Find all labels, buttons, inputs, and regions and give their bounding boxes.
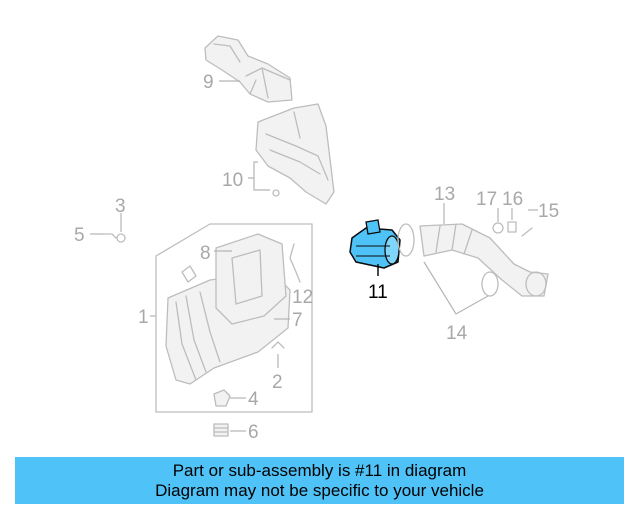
part-3-bolt <box>116 233 126 243</box>
part-5-clip <box>103 233 117 239</box>
callout-2: 2 <box>272 372 283 393</box>
info-banner: Part or sub-assembly is #11 in diagram D… <box>15 457 624 504</box>
part-2-clamp <box>271 341 285 349</box>
callout-1: 1 <box>138 307 149 328</box>
callout-6: 6 <box>248 422 259 443</box>
part-6-mount <box>213 423 229 437</box>
callout-16: 16 <box>502 189 523 210</box>
part-13-intake-hose <box>419 223 549 297</box>
part-12-clip <box>289 243 301 283</box>
callout-8: 8 <box>200 243 211 264</box>
part-14-clamp <box>481 271 499 297</box>
part-8-filter-element <box>215 233 287 325</box>
callout-10: 10 <box>222 170 243 191</box>
callout-17: 17 <box>476 189 497 210</box>
leader-14 <box>423 261 489 315</box>
banner-line-1: Part or sub-assembly is #11 in diagram <box>172 460 467 480</box>
callout-3: 3 <box>115 196 126 217</box>
leader-10 <box>248 161 270 191</box>
part-17-nut <box>492 222 504 234</box>
banner-line-2: Diagram may not be specific to your vehi… <box>155 480 484 500</box>
part-gasket <box>397 223 415 257</box>
part-4-grommet <box>213 389 231 407</box>
part-16-bolt <box>507 221 517 233</box>
callout-4: 4 <box>248 389 259 410</box>
callout-14: 14 <box>446 323 468 344</box>
part-15-screw <box>521 227 533 237</box>
callout-11: 11 <box>368 282 388 303</box>
part-1-air-cleaner-outline <box>155 223 313 413</box>
callout-13: 13 <box>434 184 455 205</box>
part-9-intake-duct <box>204 35 293 103</box>
callout-15: 15 <box>538 201 559 222</box>
part-11-highlighted <box>349 219 401 269</box>
callout-5: 5 <box>74 225 85 246</box>
part-10-upper-cover <box>255 103 335 205</box>
callout-12: 12 <box>292 287 313 308</box>
callout-9: 9 <box>203 72 214 93</box>
callout-7: 7 <box>292 310 303 331</box>
parts-diagram: 9 10 3 5 1 8 12 7 2 4 6 <box>74 35 559 443</box>
